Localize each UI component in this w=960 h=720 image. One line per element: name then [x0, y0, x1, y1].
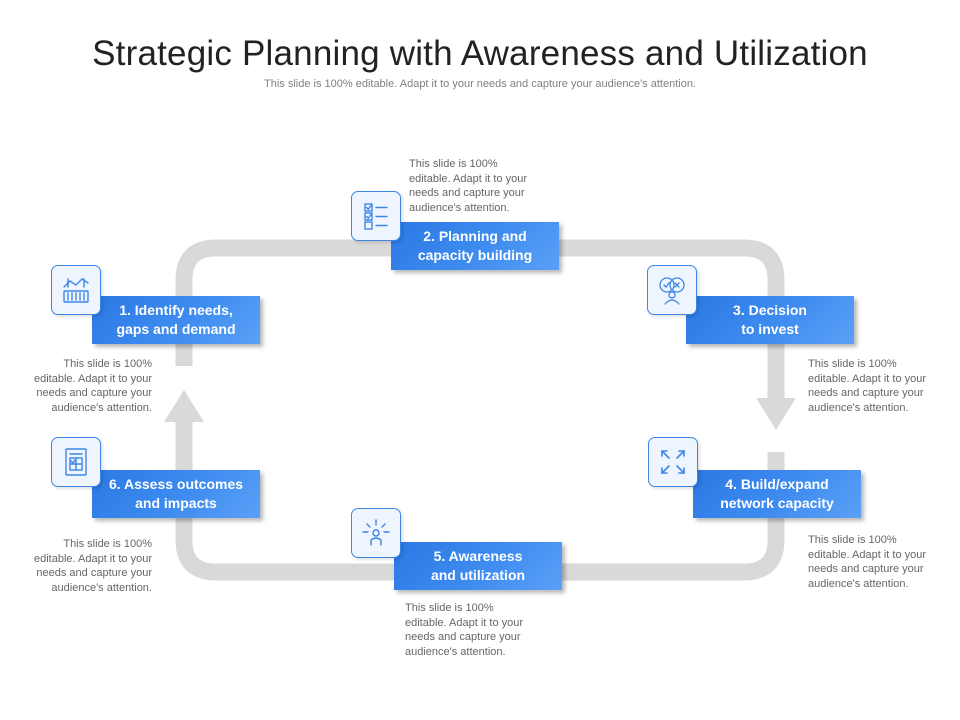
- step-6-description-line: audience's attention.: [51, 581, 152, 594]
- step-2-box: 2. Planning and capacity building: [391, 222, 559, 270]
- page-subtitle: This slide is 100% editable. Adapt it to…: [264, 78, 696, 90]
- step-2-description-line: needs and capture your: [409, 187, 525, 199]
- step-4-box: 4. Build/expand network capacity: [693, 470, 861, 518]
- decision-person-icon: [647, 265, 697, 315]
- step-4-description-line: audience's attention.: [808, 577, 909, 590]
- step-1-description: This slide is 100% editable. Adapt it to…: [2, 357, 152, 415]
- step-5-label-line-2: and utilization: [430, 567, 526, 583]
- step-1-description-line: audience's attention.: [51, 401, 152, 414]
- step-6-description-line: This slide is 100%: [63, 538, 152, 550]
- step-4-label-line-2: network capacity: [720, 495, 834, 511]
- checklist-icon: [351, 191, 401, 241]
- step-1-label-line-2: gaps and demand: [116, 321, 236, 337]
- step-6-description-line: editable. Adapt it to your: [33, 552, 152, 565]
- step-5-description-line: editable. Adapt it to your: [405, 616, 524, 629]
- step-4-description-line: editable. Adapt it to your: [808, 548, 927, 561]
- step-1-description-line: needs and capture your: [36, 387, 152, 399]
- step-5-description: This slide is 100% editable. Adapt it to…: [405, 601, 523, 659]
- step-5-description-line: needs and capture your: [405, 631, 521, 643]
- step-5-description-line: audience's attention.: [405, 645, 506, 658]
- step-4-description: This slide is 100% editable. Adapt it to…: [808, 533, 926, 591]
- step-6-description: This slide is 100% editable. Adapt it to…: [2, 537, 152, 595]
- step-5-label-line-1: 5. Awareness: [433, 548, 523, 564]
- step-4-description-line: needs and capture your: [808, 563, 924, 575]
- budget-chart-icon: [51, 265, 101, 315]
- step-4-description-line: This slide is 100%: [808, 534, 897, 546]
- step-5-box: 5. Awareness and utilization: [394, 542, 562, 590]
- idea-person-icon: [351, 508, 401, 558]
- step-2-description: This slide is 100% editable. Adapt it to…: [409, 157, 527, 215]
- step-2-description-line: audience's attention.: [409, 201, 510, 214]
- expand-arrows-icon: [648, 437, 698, 487]
- step-1-description-line: This slide is 100%: [63, 358, 152, 370]
- step-2-description-line: editable. Adapt it to your: [409, 172, 528, 185]
- step-6-box: 6. Assess outcomes and impacts: [92, 470, 260, 518]
- step-1-box: 1. Identify needs, gaps and demand: [92, 296, 260, 344]
- step-3-description-line: This slide is 100%: [808, 358, 897, 370]
- step-1-description-line: editable. Adapt it to your: [33, 372, 152, 385]
- step-5-description-line: This slide is 100%: [405, 602, 494, 614]
- step-1-label-line-1: 1. Identify needs,: [119, 302, 233, 318]
- step-6-label-line-2: and impacts: [135, 495, 217, 511]
- step-3-description-line: needs and capture your: [808, 387, 924, 399]
- step-2-description-line: This slide is 100%: [409, 158, 498, 170]
- step-3-label-line-1: 3. Decision: [733, 302, 807, 318]
- step-4-label-line-1: 4. Build/expand: [725, 476, 829, 492]
- step-6-label-line-1: 6. Assess outcomes: [108, 476, 244, 492]
- step-3-box: 3. Decision to invest: [686, 296, 854, 344]
- step-2-label-line-2: capacity building: [417, 247, 533, 263]
- assessment-document-icon: [51, 437, 101, 487]
- step-3-label-line-2: to invest: [741, 321, 799, 337]
- page-title: Strategic Planning with Awareness and Ut…: [92, 34, 868, 73]
- step-3-description-line: audience's attention.: [808, 401, 909, 414]
- step-2-label-line-1: 2. Planning and: [423, 228, 527, 244]
- step-6-description-line: needs and capture your: [36, 567, 152, 579]
- step-3-description-line: editable. Adapt it to your: [808, 372, 927, 385]
- step-3-description: This slide is 100% editable. Adapt it to…: [808, 357, 926, 415]
